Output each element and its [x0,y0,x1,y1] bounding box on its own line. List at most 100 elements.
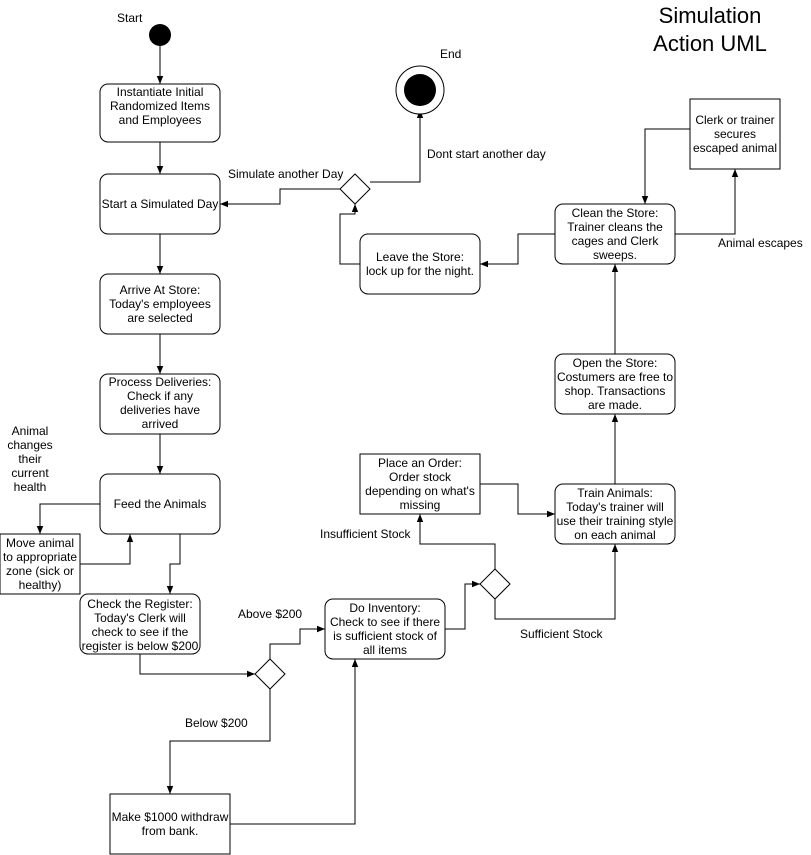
box-train [554,483,676,545]
text-move-animal-line: Move animal [6,536,74,550]
text-clean-line: sweeps. [593,248,637,262]
text-clean-line: cages and Clerk [572,234,660,248]
text-clean-line: Clean the Store: [572,206,659,220]
edge-inventory-decision [445,580,480,630]
box-inventory [324,598,446,660]
edge-withdraw-inventory [230,659,359,825]
label-below: Below $200 [185,716,248,730]
edge-move-feed [80,534,134,565]
box-move-animal [0,533,81,595]
text-register-line: check to see if the [92,625,189,639]
diagram-title-line: Simulation [659,3,762,28]
edge-decision-withdraw [166,689,271,794]
text-register-line: register is below $200 [82,639,199,653]
edge-clean-escaped [675,169,739,235]
edge-feed-move [36,503,100,534]
text-animal-changes-line: changes [7,438,52,452]
edge-order-train [480,483,555,518]
text-register-line: Check the Register: [87,597,192,611]
label-simulate-another: Simulate another Day [228,167,343,181]
text-deliveries-line: deliveries have [120,403,200,417]
text-escaped-line: Clerk or trainer [695,113,774,127]
text-deliveries-line: Check if any [127,389,193,403]
edge-register-decision [139,654,255,678]
text-deliveries-line: arrived [142,417,179,431]
box-deliveries [99,373,221,435]
edge-leave-decision [339,204,360,265]
text-start-day: Start a Simulated Day [102,197,219,211]
text-leave: Leave the Store:lock up for the night. [366,250,474,278]
start-label: Start [117,11,143,25]
text-deliveries-line: Process Deliveries: [109,375,212,389]
box-arrive [99,273,221,335]
text-inventory-line: all items [363,643,407,657]
text-train-line: Today's trainer will [566,500,664,514]
text-inventory-line: is sufficient stock of [333,629,437,643]
text-order-line: missing [400,498,441,512]
edge-decision-order [416,514,496,569]
decision-stock [479,568,511,600]
text-order-line: Order stock [389,470,452,484]
text-animal-changes-line: Animal [12,424,49,438]
text-start-day-line: Start a Simulated Day [102,197,219,211]
edges [36,46,739,825]
text-leave-line: lock up for the night. [366,264,474,278]
text-train-line: use their training style [557,514,674,528]
label-sufficient: Sufficient Stock [520,627,603,641]
text-inventory-line: Do Inventory: [349,601,420,615]
label-dont-start: Dont start another day [427,147,546,161]
text-instantiate-line: Randomized Items [110,99,210,113]
edge-decision-train [494,544,619,620]
diagram-title-line: Action UML [653,31,767,56]
text-feed: Feed the Animals [114,497,207,511]
text-arrive-line: are selected [127,311,192,325]
edge-decision-startday [220,188,340,208]
edge-decision-inventory [269,625,325,659]
text-open-line: shop. Transactions [565,384,666,398]
label-above: Above $200 [238,607,302,621]
text-train-line: on each animal [574,528,655,542]
edge-clean-leave [480,233,555,268]
text-move-animal-line: to appropriate [3,550,77,564]
text-arrive-line: Today's employees [109,297,211,311]
box-start-day [99,173,221,235]
text-animal-changes-line: their [18,452,41,466]
text-escaped-line: escaped animal [693,141,777,155]
box-order [359,453,481,515]
edge-decision-end [370,110,424,183]
text-register-line: Today's Clerk will [94,611,186,625]
box-withdraw [109,793,231,855]
text-animal-changes-line: current [11,466,49,480]
box-register [79,593,201,655]
box-escaped [689,98,781,170]
text-instantiate-line: and Employees [119,113,202,127]
end-node-inner [404,74,436,106]
text-order-line: Place an Order: [378,456,462,470]
box-open [554,353,676,415]
text-clean-line: Trainer cleans the [567,220,663,234]
text-open-line: are made. [588,398,642,412]
edge-feed-register [166,534,181,594]
text-withdraw-line: from bank. [142,824,199,838]
text-animal-changes-line: health [14,480,47,494]
label-escapes: Animal escapes [718,236,803,250]
box-leave [359,233,481,295]
box-clean [554,203,676,265]
text-withdraw-line: Make $1000 withdraw [112,810,229,824]
end-label: End [440,47,461,61]
text-leave-line: Leave the Store: [376,250,464,264]
text-escaped-line: secures [714,127,756,141]
decision-register [254,658,286,690]
decision-another-day [339,173,371,205]
